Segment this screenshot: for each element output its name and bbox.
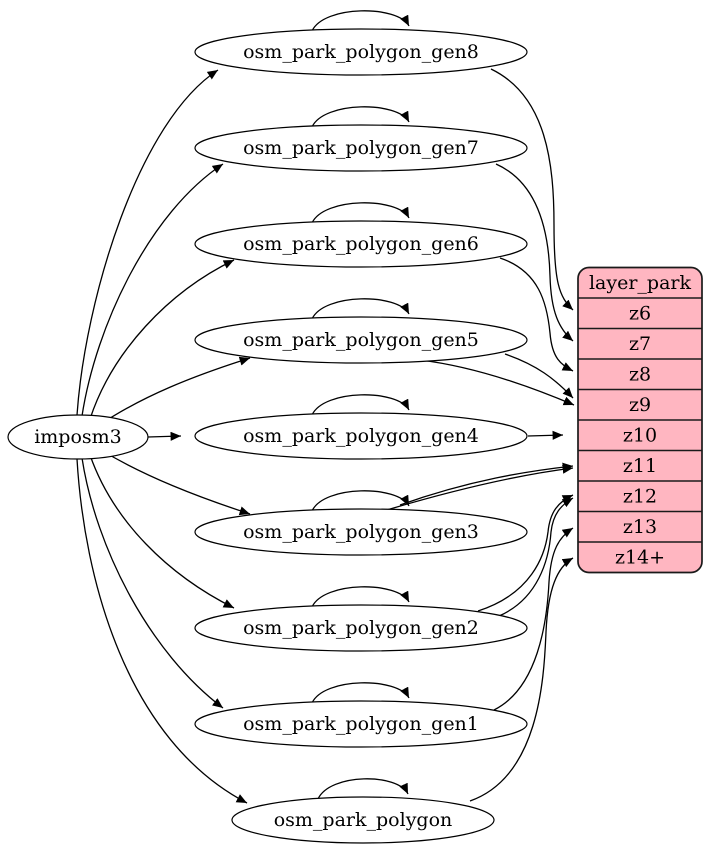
layer-park-header: layer_park bbox=[589, 272, 692, 294]
node-osm-park-polygon-gen4: osm_park_polygon_gen4 bbox=[194, 412, 528, 460]
node-osm-park-polygon-gen2: osm_park_polygon_gen2 bbox=[194, 604, 528, 652]
self-loop-osm-park-polygon-gen4 bbox=[311, 394, 410, 416]
gen7-ellipse bbox=[194, 124, 528, 172]
edge-imposm3-to-osm-park-polygon-gen4 bbox=[147, 431, 182, 441]
gen1-ellipse bbox=[194, 700, 528, 748]
edge-imposm3-to-osm-park-polygon-gen5 bbox=[100, 356, 251, 425]
layer-park-row-z10: z10 bbox=[623, 425, 657, 447]
node-layer-park: layer_park z6 z7 z8 z9 z10 z11 z12 z13 z… bbox=[577, 266, 703, 574]
self-loop-osm-park-polygon-gen7 bbox=[311, 106, 410, 128]
node-osm-park-polygon: osm_park_polygon bbox=[231, 796, 495, 844]
edge-osm-park-polygon-gen1-to-z13 bbox=[493, 527, 574, 711]
polygon-label: osm_park_polygon bbox=[274, 809, 453, 831]
edge-osm-park-polygon-gen2-to-z12-b bbox=[477, 494, 574, 612]
node-osm-park-polygon-gen1: osm_park_polygon_gen1 bbox=[194, 700, 528, 748]
edge-imposm3-to-osm-park-polygon-gen6 bbox=[89, 259, 235, 420]
gen7-label: osm_park_polygon_gen7 bbox=[243, 137, 479, 159]
edge-imposm3-to-osm-park-polygon-gen1 bbox=[81, 457, 224, 709]
edge-osm-park-polygon-gen7-to-z7 bbox=[495, 163, 574, 342]
layer-park-row-z13: z13 bbox=[623, 516, 657, 538]
edge-osm-park-polygon-gen4-to-z10 bbox=[527, 430, 564, 440]
layer-park-row-z11: z11 bbox=[623, 455, 657, 477]
layer-park-row-z12: z12 bbox=[623, 486, 657, 508]
edges-to-layer bbox=[379, 68, 575, 802]
layer-park-row-z6: z6 bbox=[629, 303, 651, 325]
edge-osm-park-polygon-gen8-to-z6 bbox=[490, 68, 574, 311]
layer-park-row-z7: z7 bbox=[629, 333, 651, 355]
layer-park-row-z9: z9 bbox=[629, 394, 651, 416]
edge-osm-park-polygon-gen5-to-z9-b bbox=[419, 359, 575, 406]
gen4-label: osm_park_polygon_gen4 bbox=[243, 425, 479, 447]
gen1-label: osm_park_polygon_gen1 bbox=[243, 713, 479, 735]
node-osm-park-polygon-gen7: osm_park_polygon_gen7 bbox=[194, 124, 528, 172]
edge-imposm3-to-osm-park-polygon-gen3 bbox=[100, 449, 251, 516]
self-loop-osm-park-polygon-gen1 bbox=[311, 682, 410, 704]
gen3-ellipse bbox=[194, 508, 528, 556]
gen4-ellipse bbox=[194, 412, 528, 460]
layer-park-row-z8: z8 bbox=[629, 364, 651, 386]
edge-osm-park-polygon-gen3-to-z11 bbox=[399, 462, 574, 506]
node-osm-park-polygon-gen6: osm_park_polygon_gen6 bbox=[194, 220, 528, 268]
self-loop-osm-park-polygon-gen3 bbox=[311, 490, 410, 512]
gen6-ellipse bbox=[194, 220, 528, 268]
edge-osm-park-polygon-to-z14 bbox=[469, 557, 574, 802]
edge-osm-park-polygon-gen5-to-z9 bbox=[504, 353, 574, 399]
gen5-ellipse bbox=[194, 316, 528, 364]
node-osm-park-polygon-gen8: osm_park_polygon_gen8 bbox=[194, 28, 528, 76]
gen2-label: osm_park_polygon_gen2 bbox=[243, 617, 479, 639]
edge-osm-park-polygon-gen6-to-z8 bbox=[499, 257, 574, 372]
node-imposm3: imposm3 bbox=[7, 414, 149, 460]
edges-from-source bbox=[76, 69, 251, 804]
gen8-label: osm_park_polygon_gen8 bbox=[243, 41, 479, 63]
layer-park-row-z14: z14+ bbox=[615, 547, 665, 569]
gen8-ellipse bbox=[194, 28, 528, 76]
gen3-label: osm_park_polygon_gen3 bbox=[243, 521, 479, 543]
self-loop-edges bbox=[311, 10, 410, 800]
edge-osm-park-polygon-gen3-to-z11-b bbox=[379, 464, 574, 513]
edge-imposm3-to-osm-park-polygon-gen8 bbox=[76, 69, 219, 416]
edge-imposm3-to-osm-park-polygon bbox=[76, 458, 248, 804]
edge-osm-park-polygon-gen2-to-z12 bbox=[498, 497, 574, 617]
self-loop-osm-park-polygon bbox=[317, 778, 409, 800]
self-loop-osm-park-polygon-gen6 bbox=[311, 202, 410, 224]
gen2-ellipse bbox=[194, 604, 528, 652]
edge-imposm3-to-osm-park-polygon-gen7 bbox=[81, 163, 224, 417]
self-loop-osm-park-polygon-gen5 bbox=[311, 298, 410, 320]
self-loop-osm-park-polygon-gen8 bbox=[311, 10, 410, 32]
node-osm-park-polygon-gen5: osm_park_polygon_gen5 bbox=[194, 316, 528, 364]
edge-imposm3-to-osm-park-polygon-gen2 bbox=[89, 454, 235, 609]
gen6-label: osm_park_polygon_gen6 bbox=[243, 233, 479, 255]
imposm3-ellipse bbox=[7, 414, 149, 460]
polygon-ellipse bbox=[231, 796, 495, 844]
gen5-label: osm_park_polygon_gen5 bbox=[243, 329, 479, 351]
node-osm-park-polygon-gen3: osm_park_polygon_gen3 bbox=[194, 508, 528, 556]
imposm3-label: imposm3 bbox=[34, 426, 122, 448]
self-loop-osm-park-polygon-gen2 bbox=[311, 586, 410, 608]
